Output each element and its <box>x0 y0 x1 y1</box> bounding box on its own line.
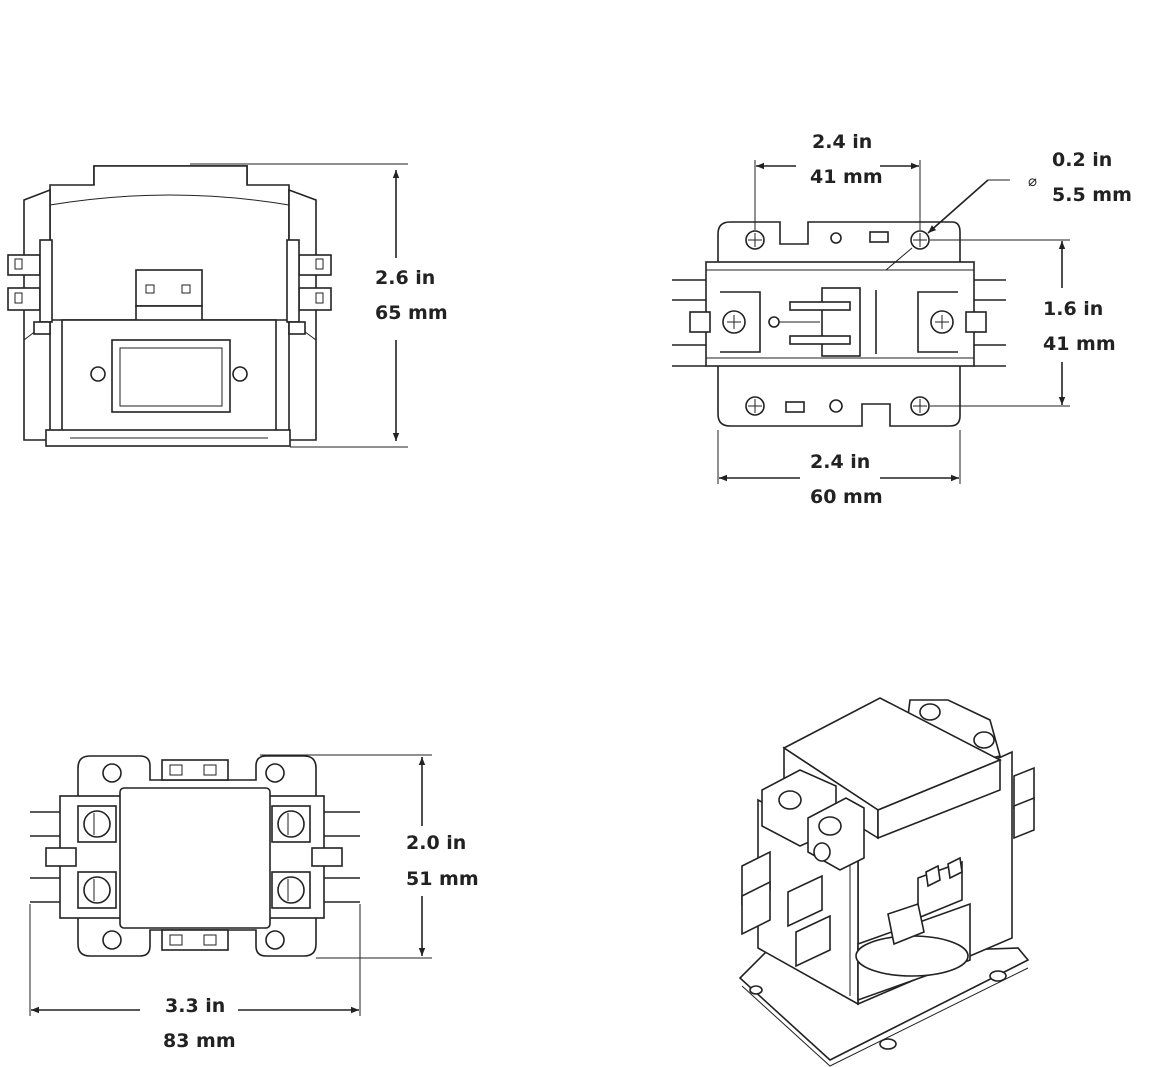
top-hole-span-in: 2.4 in <box>812 131 873 153</box>
front-view <box>7 165 332 447</box>
top-base-width-mm: 60 mm <box>810 486 883 508</box>
top-view <box>672 221 1006 427</box>
top-hole-vertical-dimension <box>930 239 1070 407</box>
top-hole-span-mm: 41 mm <box>810 166 883 188</box>
mounting-hole-tr <box>910 230 930 250</box>
screw-right <box>930 310 954 334</box>
bottom-depth-in: 2.0 in <box>406 832 467 854</box>
hole-diameter-mm: 5.5 mm <box>1052 184 1132 206</box>
bottom-screw-br <box>271 871 311 909</box>
hole-diameter-in: 0.2 in <box>1052 149 1113 171</box>
front-height-mm: 65 mm <box>375 302 448 324</box>
bottom-width-dimension <box>29 904 361 1016</box>
mounting-hole-br <box>910 396 930 416</box>
bottom-screw-bl <box>77 871 117 909</box>
bottom-screw-tr <box>271 805 311 843</box>
mounting-hole-bl <box>745 396 765 416</box>
mounting-hole-tl <box>745 230 765 250</box>
bottom-depth-dimension <box>260 754 432 959</box>
front-height-dimension <box>190 163 408 448</box>
top-hole-vertical-mm: 41 mm <box>1043 333 1116 355</box>
diameter-symbol: ⌀ <box>1028 172 1038 190</box>
bottom-depth-mm: 51 mm <box>406 868 479 890</box>
bottom-screw-tl <box>77 805 117 843</box>
front-height-in: 2.6 in <box>375 267 436 289</box>
bottom-width-mm: 83 mm <box>163 1030 236 1052</box>
top-hole-vertical-in: 1.6 in <box>1043 298 1104 320</box>
isometric-view <box>738 697 1035 1067</box>
top-base-width-in: 2.4 in <box>810 451 871 473</box>
screw-left <box>722 310 746 334</box>
bottom-width-in: 3.3 in <box>165 995 226 1017</box>
hole-diameter-leader <box>885 179 1010 271</box>
top-base-width-dimension <box>717 430 961 484</box>
bottom-view <box>30 755 360 957</box>
top-hole-span-dimension <box>754 160 921 230</box>
